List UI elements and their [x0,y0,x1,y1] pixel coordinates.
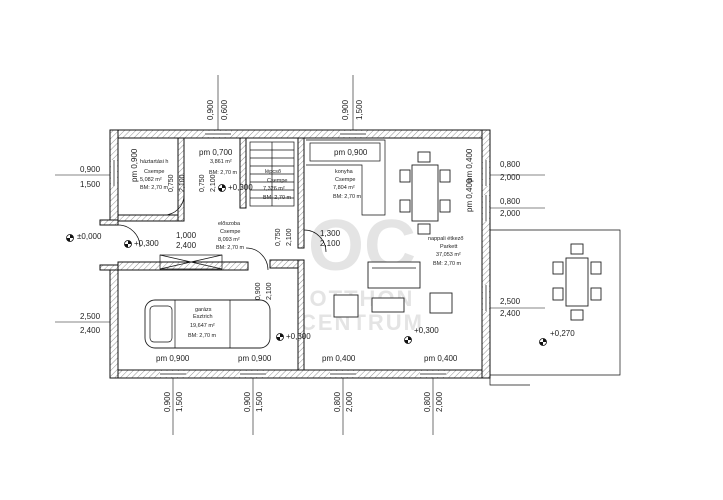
kitchen-counter [306,139,386,216]
dim-right-1b: 2,000 [500,173,521,182]
level-hall: +0,300 [134,239,159,248]
level-kitchen: +0,300 [228,183,253,192]
window-label-bottom-4: pm 0,400 [424,354,458,363]
room-wc-height: BM: 2,70 m [209,170,238,176]
room-garazs-height: BM: 2,70 m [188,333,217,339]
window-label-bottom-1: pm 0,900 [156,354,190,363]
dim-left-upper-1: 0,900 [80,165,101,174]
garage-shelf [159,254,223,270]
window-label-right-1: pm 0,400 [465,148,474,182]
room-haztartasi-floor: Csempe [144,169,164,175]
dim-bottom-1b: 1,500 [175,391,184,412]
room-haztartasi-height: BM: 2,70 m [140,185,169,191]
dim-bottom-2b: 1,500 [255,391,264,412]
dim-utility-door-2: 2,100 [179,174,186,192]
window-label-bottom-2: pm 0,900 [238,354,272,363]
level-terrace: +0,270 [550,329,575,338]
dim-top-right-2: 1,500 [355,99,364,120]
room-garazs-floor: Esztrich [193,314,213,320]
level-entrance: ±0,000 [77,232,102,241]
room-labels: háztartási h Csempe 5,082 m² BM: 2,70 m … [140,159,463,339]
dim-utility-door-1: 0,750 [168,174,175,192]
dim-bottom-2a: 0,900 [243,391,252,412]
dim-right-3a: 2,500 [500,297,521,306]
room-lepcso-height: BM: 2,70 m [263,195,292,201]
dim-entrance-door-2: 2,400 [176,241,197,250]
room-nappali-floor: Parkett [440,244,458,250]
dim-garage-door-2: 2,100 [266,282,273,300]
room-nappali-area: 37,053 m² [436,252,461,258]
room-garazs-area: 19,647 m² [190,323,215,329]
level-labels: ±0,000 +0,300 +0,300 +0,300 +0,300 +0,27… [77,183,575,341]
dim-stair-door-2: 2,100 [286,228,293,246]
dim-entrance-door-1: 1,000 [176,231,197,240]
dim-bottom-3b: 2,000 [345,391,354,412]
dim-living-door-2: 2,100 [320,239,341,248]
dim-living-door-1: 1,300 [320,229,341,238]
room-konyha-floor: Csempe [335,177,355,183]
room-konyha-area: 7,804 m² [333,185,355,191]
dining-table-inside [399,151,451,235]
dim-top-left-1: 0,900 [206,99,215,120]
interior-walls [99,137,305,371]
window-label-top-left: pm 0,700 [199,148,233,157]
dim-top-left-2: 0,600 [220,99,229,120]
level-marker-icons [66,184,547,346]
window-label-bottom-3: pm 0,400 [322,354,356,363]
dim-top-right-1: 0,900 [341,99,350,120]
room-lepcso-name: lépcső [265,169,281,175]
level-garage: +0,300 [286,332,311,341]
dim-wc-door-1: 0,750 [199,174,206,192]
dim-garage-door-1: 0,900 [255,282,262,300]
window-labels: pm 0,700 pm 0,900 pm 0,900 pm 0,900 pm 0… [130,148,474,363]
watermark-line2: CENTRUM [300,310,424,335]
dim-wc-door-2: 2,100 [210,174,217,192]
room-eloszoba-name: előszoba [218,221,241,227]
dim-bottom-1a: 0,900 [163,391,172,412]
room-eloszoba-height: BM: 2,70 m [216,245,245,251]
window-label-left: pm 0,900 [130,148,139,182]
room-nappali-height: BM: 2,70 m [433,261,462,267]
garage-car [144,299,271,349]
dim-bottom-3a: 0,800 [333,391,342,412]
dim-right-3b: 2,400 [500,309,521,318]
dim-stair-door-1: 0,750 [275,228,282,246]
dimension-lines [55,75,545,435]
window-label-right-2: pm 0,400 [465,178,474,212]
level-living: +0,300 [414,326,439,335]
living-furniture [333,261,453,318]
room-lepcso-floor: Csempe [267,178,287,184]
room-haztartasi-name: háztartási h [140,159,168,165]
room-eloszoba-area: 8,093 m² [218,237,240,243]
room-haztartasi-area: 5,082 m² [140,177,162,183]
dim-right-2a: 0,800 [500,197,521,206]
stairs [249,141,295,207]
dimension-labels: 0,900 0,600 0,900 1,500 0,900 1,500 0,90… [80,99,521,412]
dim-right-1a: 0,800 [500,160,521,169]
room-eloszoba-floor: Csempe [220,229,240,235]
dim-right-2b: 2,000 [500,209,521,218]
room-nappali-name: nappali étkező [428,236,463,242]
dim-left-upper-2: 1,500 [80,180,101,189]
room-garazs-name: garázs [195,307,212,313]
room-lepcso-area: 7,326 m² [263,186,285,192]
dining-table-terrace [552,243,602,321]
dim-left-lower-1: 2,500 [80,312,101,321]
window-label-top-right: pm 0,900 [334,148,368,157]
room-konyha-name: konyha [335,169,354,175]
dim-bottom-4a: 0,800 [423,391,432,412]
dim-left-lower-2: 2,400 [80,326,101,335]
door-swings [117,194,327,271]
room-wc-area: 3,861 m² [210,159,232,165]
dim-bottom-4b: 2,000 [435,391,444,412]
room-konyha-height: BM: 2,70 m [333,194,362,200]
